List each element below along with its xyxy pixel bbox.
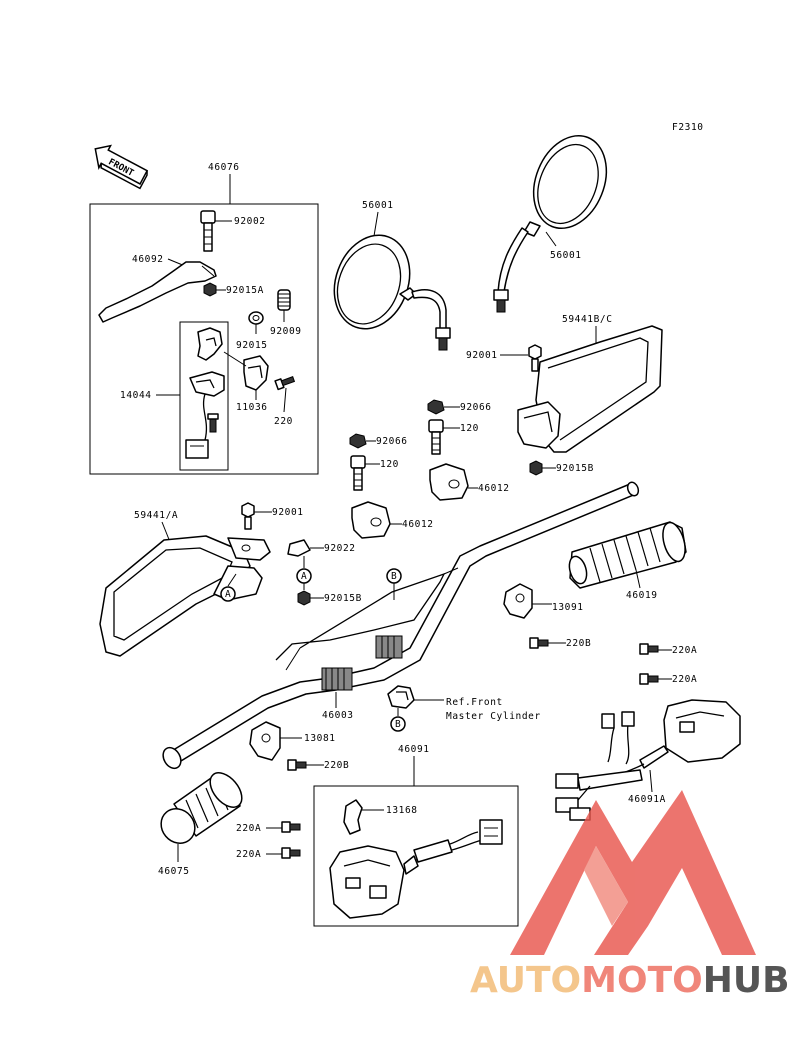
label-220A-r2: 220A bbox=[672, 674, 697, 685]
front-arrow-icon: FRONT bbox=[94, 144, 149, 190]
nut-92015A bbox=[203, 282, 217, 297]
label-46012-b: 46012 bbox=[402, 519, 434, 530]
figure-code: F2310 bbox=[672, 122, 704, 133]
nut-92015B-right bbox=[529, 460, 543, 476]
screw-220A-r1 bbox=[639, 643, 659, 655]
label-46019: 46019 bbox=[626, 590, 658, 601]
label-ref-front-1: Ref.Front bbox=[446, 697, 503, 708]
label-220B-left: 220B bbox=[324, 760, 349, 771]
label-46091: 46091 bbox=[398, 744, 430, 755]
label-220B-right: 220B bbox=[566, 638, 591, 649]
left-switch-46091 bbox=[329, 819, 503, 919]
holder-46012-a bbox=[429, 463, 469, 501]
bracket-11036 bbox=[243, 355, 269, 391]
label-46092: 46092 bbox=[132, 254, 164, 265]
holder-13091 bbox=[503, 583, 533, 619]
label-59441A: 59441/A bbox=[134, 510, 178, 521]
left-grip-46075 bbox=[160, 772, 243, 844]
plate-92022 bbox=[287, 539, 311, 557]
callout-A-guard bbox=[220, 586, 236, 602]
bolt-120-b bbox=[350, 455, 366, 491]
handlebar-knurl bbox=[321, 635, 403, 691]
bolt-92001-right bbox=[528, 344, 542, 372]
nut-92015 bbox=[248, 311, 264, 325]
label-220A-r1: 220A bbox=[672, 645, 697, 656]
label-92001-left: 92001 bbox=[272, 507, 304, 518]
label-92002: 92002 bbox=[234, 216, 266, 227]
callout-B1-text: B bbox=[391, 571, 397, 582]
label-92001-right: 92001 bbox=[466, 350, 498, 361]
left-mirror bbox=[333, 234, 451, 351]
bolt-92002 bbox=[200, 210, 216, 252]
label-13081: 13081 bbox=[304, 733, 336, 744]
right-grip-46019 bbox=[568, 521, 687, 589]
master-cylinder-clamp bbox=[387, 685, 415, 709]
switch-connector bbox=[185, 439, 209, 459]
label-92015B-right: 92015B bbox=[556, 463, 594, 474]
bolt-120-a bbox=[428, 419, 444, 455]
callout-B2-text: B bbox=[395, 719, 401, 730]
nut-92015B-left bbox=[297, 590, 311, 606]
label-120-a: 120 bbox=[460, 423, 479, 434]
callout-A2-text: A bbox=[225, 589, 231, 600]
lever-assembly-box bbox=[89, 203, 319, 475]
watermark-part-hub: HUB bbox=[702, 960, 790, 1001]
label-120-b: 120 bbox=[380, 459, 399, 470]
label-56001-right: 56001 bbox=[550, 250, 582, 261]
label-13091: 13091 bbox=[552, 602, 584, 613]
label-92015: 92015 bbox=[236, 340, 268, 351]
label-92066-b: 92066 bbox=[376, 436, 408, 447]
screw-220A-l2 bbox=[281, 847, 301, 859]
label-46076: 46076 bbox=[208, 162, 240, 173]
bolt-92001-left bbox=[241, 502, 255, 530]
lever-bracket bbox=[197, 327, 223, 361]
screw-220A-l1 bbox=[281, 821, 301, 833]
clutch-lever bbox=[98, 261, 217, 323]
label-46003: 46003 bbox=[322, 710, 354, 721]
bracket-13168 bbox=[343, 799, 363, 835]
label-56001-left: 56001 bbox=[362, 200, 394, 211]
right-mirror bbox=[493, 134, 608, 313]
label-220A-l2: 220A bbox=[236, 849, 261, 860]
left-switch-box bbox=[313, 785, 519, 927]
callout-A1-text: A bbox=[301, 571, 307, 582]
label-220A-l1: 220A bbox=[236, 823, 261, 834]
watermark-part-moto: MOTO bbox=[581, 960, 703, 1001]
right-hand-guard bbox=[517, 325, 663, 453]
label-220-top: 220 bbox=[274, 416, 293, 427]
switch-clamp bbox=[189, 371, 225, 397]
label-46012-a: 46012 bbox=[478, 483, 510, 494]
watermark-text: AUTOMOTOHUB bbox=[470, 960, 800, 1004]
label-92015B-left: 92015B bbox=[324, 593, 362, 604]
label-13168: 13168 bbox=[386, 805, 418, 816]
cap-92066-a bbox=[427, 399, 445, 415]
holder-13081 bbox=[249, 721, 281, 761]
watermark-logo-icon bbox=[510, 790, 756, 955]
label-92022: 92022 bbox=[324, 543, 356, 554]
screw-220B-right bbox=[529, 637, 549, 649]
watermark-part-auto: AUTO bbox=[470, 960, 582, 1001]
switch-inner-box bbox=[179, 321, 229, 471]
label-46075: 46075 bbox=[158, 866, 190, 877]
cap-92066-b bbox=[349, 433, 367, 449]
screw-220-top bbox=[274, 376, 296, 391]
callout-B-bottom bbox=[390, 716, 406, 732]
label-46091A: 46091A bbox=[628, 794, 666, 805]
label-11036: 11036 bbox=[236, 402, 268, 413]
label-92015A-top: 92015A bbox=[226, 285, 264, 296]
label-59441BC: 59441B/C bbox=[562, 314, 613, 325]
label-ref-front-2: Master Cylinder bbox=[446, 711, 541, 722]
screw-220A-r2 bbox=[639, 673, 659, 685]
label-14044: 14044 bbox=[120, 390, 152, 401]
left-hand-guard bbox=[99, 535, 271, 657]
label-92009: 92009 bbox=[270, 326, 302, 337]
screw-220B-left bbox=[287, 759, 307, 771]
spring-92009 bbox=[277, 289, 291, 311]
label-92066-a: 92066 bbox=[460, 402, 492, 413]
right-switch-46091A bbox=[555, 699, 741, 821]
holder-46012-b bbox=[351, 501, 391, 539]
